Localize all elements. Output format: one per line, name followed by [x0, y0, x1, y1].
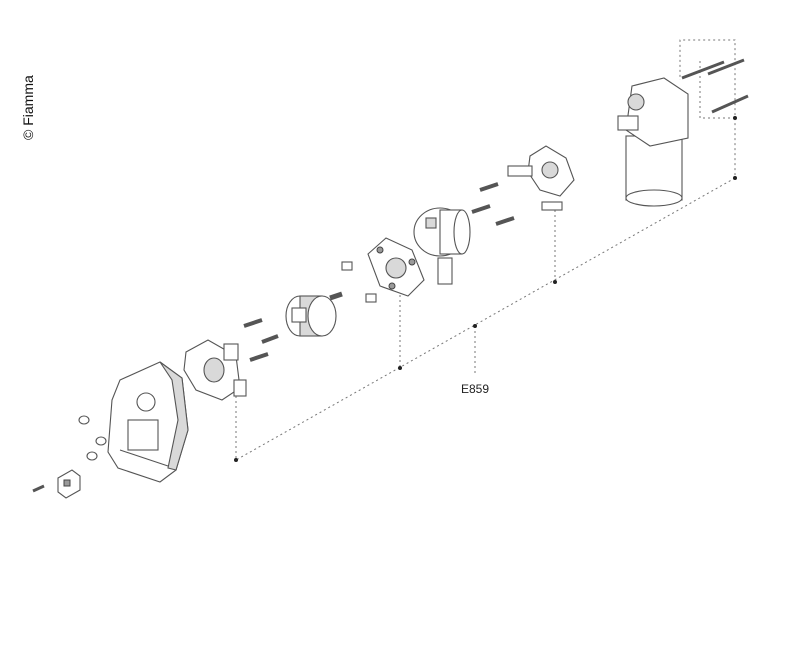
gearbox-housing: [107, 361, 189, 483]
nuts: [78, 415, 107, 461]
screws-center: [341, 261, 377, 303]
small-screw: [32, 484, 45, 493]
screws-upper: [471, 182, 515, 226]
micro-switch: [57, 469, 81, 499]
brush-plate: [507, 145, 575, 211]
flange-plate: [183, 339, 247, 401]
gear-module: [413, 207, 471, 285]
screws-left: [243, 318, 279, 362]
long-bolts: [681, 58, 749, 114]
motor: [617, 77, 689, 207]
part-number-label: E859: [461, 382, 490, 396]
leader-lines: [234, 39, 737, 462]
gear-plate: [367, 237, 425, 297]
coupling: [285, 291, 343, 337]
copyright-notice: © Fiamma: [20, 75, 36, 140]
